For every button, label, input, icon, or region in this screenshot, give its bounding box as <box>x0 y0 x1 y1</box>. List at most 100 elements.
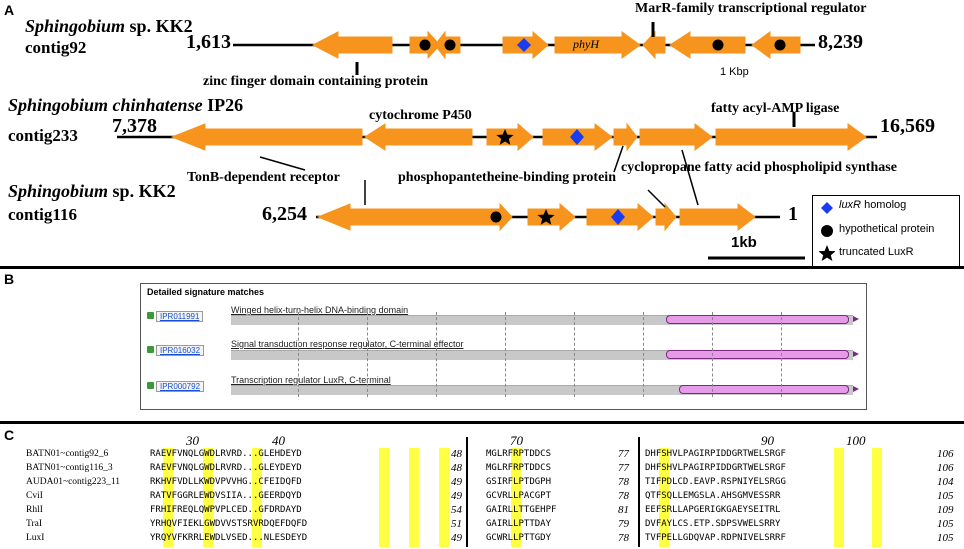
alignment-segment: GAIRLLTTGEHPF <box>486 505 557 515</box>
alignment-segment: GSIRFLPTDGPH <box>486 477 552 487</box>
residue-number: 48 <box>451 448 462 460</box>
track1-strain: sp. KK2 <box>125 16 193 36</box>
alignment-segment: MGLRFRPTDDCS <box>486 449 552 459</box>
alignment-segment: RKHVFVDLLKWDVPVVHG..CFEIDQFD <box>150 477 302 487</box>
legend-circle-icon <box>821 225 833 237</box>
scale-label-large: 1kb <box>731 234 757 251</box>
signature-title: Detailed signature matches <box>147 287 265 297</box>
track2-end: 16,569 <box>880 115 935 137</box>
track1-species: Sphingobium sp. KK2 <box>25 16 193 37</box>
t2-gene-fatty <box>715 123 867 151</box>
grid-tick <box>574 312 575 397</box>
annotation-cytochrome: cytochrome P450 <box>369 108 472 123</box>
t1-gene-phyh <box>554 31 641 59</box>
grid-tick <box>781 312 782 397</box>
alignment-segment: GCVRLLPACGPT <box>486 491 552 501</box>
truncated-luxr-marker <box>537 209 555 225</box>
annotation-fatty-acyl: fatty acyl-AMP ligase <box>711 101 840 116</box>
expand-icon[interactable] <box>147 381 154 389</box>
signature-match-bar <box>666 315 849 324</box>
residue-number: 105 <box>937 490 954 502</box>
alignment-segment: DHFSHVLPAGIRPIDDGRTWELSRGF <box>645 449 786 459</box>
legend-luxr-suffix: homolog <box>861 199 907 211</box>
t1-gene-1 <box>311 31 393 59</box>
conserved-column <box>439 448 449 547</box>
signature-row: IPR011991 <box>147 306 204 324</box>
track2-genus: Sphingobium chinhatense <box>8 95 203 115</box>
legend-star-icon <box>819 245 835 261</box>
expand-icon[interactable] <box>147 311 154 319</box>
legend-symbols <box>819 202 835 261</box>
residue-number: 105 <box>937 532 954 544</box>
annotation-marr: MarR-family transcriptional regulator <box>635 1 867 16</box>
alignment-segment: TVFPELLGDQVAP.RDPNIVELSRRF <box>645 533 786 543</box>
position-label: 40 <box>272 433 285 448</box>
hypothetical-protein-marker <box>712 39 724 51</box>
alignment-segment: RAEVFVNQLGWDLRVRD...GLEHDEYD <box>150 449 302 459</box>
conserved-column <box>872 448 882 547</box>
alignment-segment: QTFSQLLEMGSLA.AHSGMVESSRR <box>645 491 781 501</box>
alignment-segment: YRHQVFIEKLGWDVVSTSRVRDQEFDQFD <box>150 519 308 529</box>
grid-tick <box>436 312 437 397</box>
residue-number: 104 <box>937 476 954 488</box>
conserved-column <box>163 448 173 547</box>
residue-number: 48 <box>451 462 462 474</box>
conserved-column <box>834 448 844 547</box>
conserved-column <box>659 448 669 547</box>
truncated-luxr-marker <box>496 129 514 145</box>
residue-number: 106 <box>937 462 954 474</box>
ipr-link[interactable]: IPR000792 <box>156 381 205 392</box>
leader-line <box>259 156 306 171</box>
track3-strain: sp. KK2 <box>108 181 176 201</box>
legend-luxr: luxR homolog <box>839 199 906 211</box>
luxr-homolog-marker <box>570 129 584 145</box>
alignment-segment: DHFSHVLPAGIRPIDDGRTWELSRGF <box>645 463 786 473</box>
track3-end: 1 <box>788 203 798 225</box>
signature-label[interactable]: Winged helix-turn-helix DNA-binding doma… <box>231 305 409 315</box>
t3-gene-5 <box>655 202 677 232</box>
residue-number: 77 <box>618 462 629 474</box>
ipr-link[interactable]: IPR011991 <box>156 311 204 322</box>
sequence-name: BATN01~contig92_6 <box>26 449 109 459</box>
sequence-name: CviI <box>26 491 43 501</box>
grid-tick <box>367 312 368 397</box>
t2-gene-ppb <box>613 122 638 152</box>
gene-map <box>117 22 877 260</box>
expand-icon[interactable] <box>147 345 154 353</box>
track3-genus: Sphingobium <box>8 181 109 201</box>
grid-tick <box>505 312 506 397</box>
track2-strain: IP26 <box>202 95 244 115</box>
signature-row: IPR000792 <box>147 376 205 394</box>
track2-start: 7,378 <box>112 115 157 137</box>
signature-label[interactable]: Transcription regulator LuxR, C-terminal <box>231 375 391 385</box>
hypothetical-protein-marker <box>444 39 456 51</box>
signature-match-bar <box>678 385 849 394</box>
luxr-homolog-marker <box>611 209 625 225</box>
leader-line <box>681 149 699 206</box>
alignment-segment: RATVFGGRLEWDVSIIA...GEERDQYD <box>150 491 302 501</box>
t2-gene-cfa <box>639 122 713 152</box>
signature-row: IPR016032 <box>147 340 205 358</box>
conserved-column <box>409 448 419 547</box>
track3-contig: contig116 <box>8 205 77 224</box>
legend-hypothetical: hypothetical protein <box>839 223 935 235</box>
t3-gene-1 <box>316 203 483 231</box>
conserved-column <box>203 448 213 547</box>
hypothetical-protein-marker <box>419 39 431 51</box>
sequence-name: RhlI <box>26 505 43 515</box>
t2-gene-tonb <box>170 123 363 151</box>
panel-a-letter: A <box>4 2 15 18</box>
sequence-name: BATN01~contig116_3 <box>26 463 113 473</box>
alignment-segment: GAIRLLPTTDAY <box>486 519 552 529</box>
track3-species: Sphingobium sp. KK2 <box>8 181 176 202</box>
ipr-link[interactable]: IPR016032 <box>156 345 205 356</box>
residue-number: 78 <box>618 532 629 544</box>
leader-line <box>647 189 666 208</box>
residue-number: 78 <box>618 490 629 502</box>
grid-tick <box>298 312 299 397</box>
separator <box>0 421 964 424</box>
arrow-icon <box>853 316 859 322</box>
hypothetical-protein-marker <box>490 211 502 223</box>
signature-label[interactable]: Signal transduction response regulator, … <box>231 339 464 349</box>
